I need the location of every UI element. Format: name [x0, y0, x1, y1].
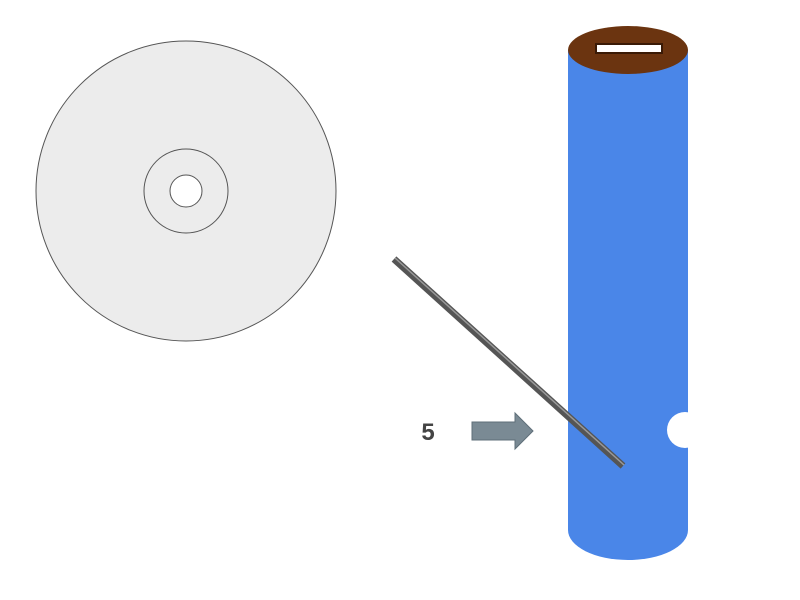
- rod-highlight: [394, 257, 625, 466]
- rod: [391, 256, 626, 469]
- disc-center-hole: [169, 174, 203, 208]
- right-arrow-icon: [471, 411, 534, 451]
- tube-side-cutout: [667, 412, 703, 448]
- cardboard-tube: [568, 26, 703, 560]
- tube-body: [568, 50, 688, 530]
- tube-bottom-cap: [568, 500, 688, 560]
- step-number: 5: [421, 419, 434, 446]
- cd-disc: [35, 40, 337, 342]
- tube-top-slot: [595, 43, 663, 54]
